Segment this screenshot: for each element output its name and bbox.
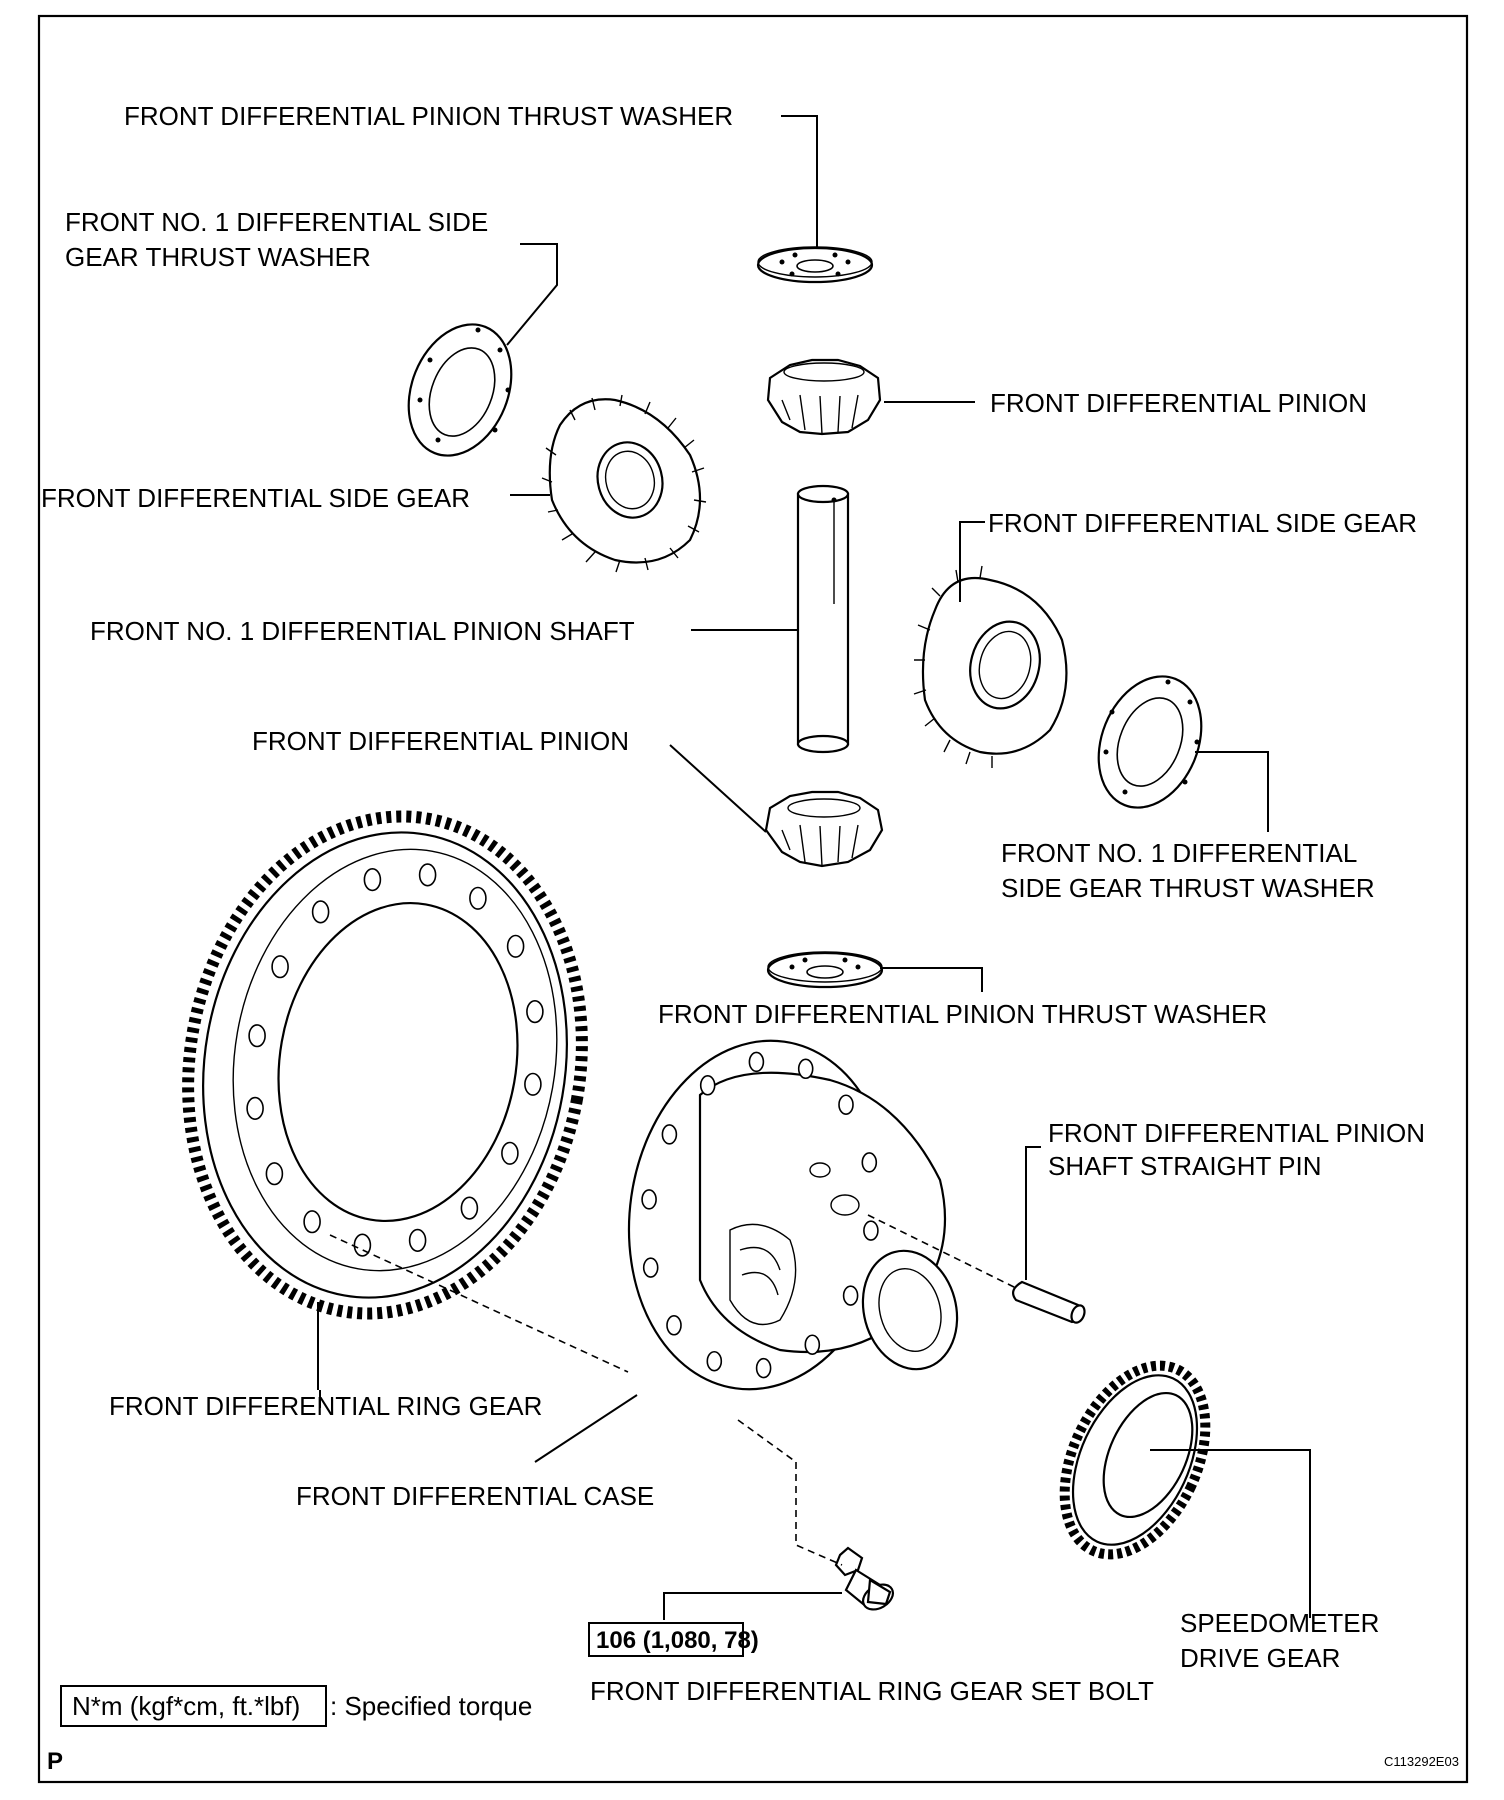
pinion-thrust-washer-top-part (756, 246, 874, 284)
bolt-hole (755, 1357, 772, 1379)
label-pinion-shaft: FRONT NO. 1 DIFFERENTIAL PINION SHAFT (90, 616, 635, 646)
label-ring-gear: FRONT DIFFERENTIAL RING GEAR (109, 1391, 542, 1421)
bolt-hole (271, 955, 289, 979)
bolt-hole (526, 999, 544, 1024)
bolt-hole (748, 1051, 765, 1073)
label-side-gear-thrust-washer-left-line2: GEAR THRUST WASHER (65, 242, 371, 272)
label-pinion-bottom: FRONT DIFFERENTIAL PINION (252, 726, 629, 756)
bolt-hole (248, 1024, 266, 1048)
torque-value: 106 (1,080, 78) (596, 1627, 759, 1654)
differential-case-part (627, 1039, 959, 1391)
label-differential-case: FRONT DIFFERENTIAL CASE (296, 1481, 654, 1511)
pinion-thrust-washer-bottom-part (766, 951, 884, 989)
bolt-hole (506, 934, 525, 958)
bolt-hole (363, 867, 382, 892)
side-gear-thrust-washer-left-part (407, 323, 513, 457)
label-speedometer-line1: SPEEDOMETER (1180, 1608, 1379, 1638)
page-mark: P (47, 1748, 63, 1775)
bolt-hole (265, 1162, 284, 1186)
label-pinion-thrust-washer-bottom: FRONT DIFFERENTIAL PINION THRUST WASHER (658, 999, 1267, 1029)
ring-gear-part (182, 810, 588, 1320)
label-side-gear-thrust-washer-right-line2: SIDE GEAR THRUST WASHER (1001, 873, 1375, 903)
bolt-hole (863, 1220, 879, 1241)
pinion-bottom-part (764, 790, 884, 868)
bolt-hole (246, 1096, 264, 1120)
side-gear-right-part (913, 565, 1068, 768)
bolt-hole (699, 1075, 716, 1096)
side-gear-thrust-washer-right-part (1097, 675, 1203, 809)
pinion-top-part (766, 358, 882, 436)
torque-box (588, 1622, 744, 1657)
bolt-hole (524, 1072, 542, 1096)
side-gear-left-part (541, 394, 707, 573)
bolt-hole (303, 1210, 321, 1234)
label-straight-pin-line1: FRONT DIFFERENTIAL PINION (1048, 1118, 1425, 1148)
figure-code: C113292E03 (1384, 1754, 1459, 1769)
bolt-hole (661, 1124, 678, 1145)
bolt-hole (418, 863, 437, 887)
bolt-hole (797, 1058, 814, 1080)
label-side-gear-right: FRONT DIFFERENTIAL SIDE GEAR (988, 508, 1417, 538)
straight-pin-part (1012, 1280, 1086, 1324)
bolt-hole (861, 1152, 878, 1173)
label-side-gear-thrust-washer-left-line1: FRONT NO. 1 DIFFERENTIAL SIDE (65, 207, 488, 237)
bolt-hole (666, 1315, 682, 1336)
speedometer-drive-gear-part (1059, 1360, 1211, 1560)
ring-gear-set-bolt-part (834, 1546, 895, 1611)
bolt-hole (460, 1196, 479, 1220)
bolt-hole (842, 1285, 859, 1306)
label-side-gear-left: FRONT DIFFERENTIAL SIDE GEAR (41, 483, 470, 513)
figure-frame (37, 14, 1469, 1784)
legend-unit-text: N*m (kgf*cm, ft.*lbf) (72, 1691, 300, 1721)
label-straight-pin-line2: SHAFT STRAIGHT PIN (1048, 1151, 1322, 1181)
bolt-hole (311, 900, 330, 924)
legend-unit-box (60, 1685, 327, 1727)
bolt-hole (501, 1141, 519, 1165)
pinion-shaft-part (796, 484, 850, 754)
label-pinion-top: FRONT DIFFERENTIAL PINION (990, 388, 1367, 418)
bolt-hole (353, 1233, 372, 1257)
bolt-hole (469, 886, 487, 910)
bolt-hole (408, 1228, 427, 1252)
bolt-hole (838, 1094, 854, 1115)
label-speedometer-line2: DRIVE GEAR (1180, 1643, 1340, 1673)
label-pinion-thrust-washer-top: FRONT DIFFERENTIAL PINION THRUST WASHER (124, 101, 733, 131)
label-ring-gear-set-bolt: FRONT DIFFERENTIAL RING GEAR SET BOLT (590, 1676, 1154, 1706)
bolt-hole (642, 1257, 659, 1278)
bolt-hole (641, 1189, 657, 1210)
bolt-hole (804, 1334, 821, 1355)
legend-description: : Specified torque (330, 1691, 532, 1721)
label-side-gear-thrust-washer-right-line1: FRONT NO. 1 DIFFERENTIAL (1001, 838, 1357, 868)
bolt-hole (706, 1350, 723, 1372)
